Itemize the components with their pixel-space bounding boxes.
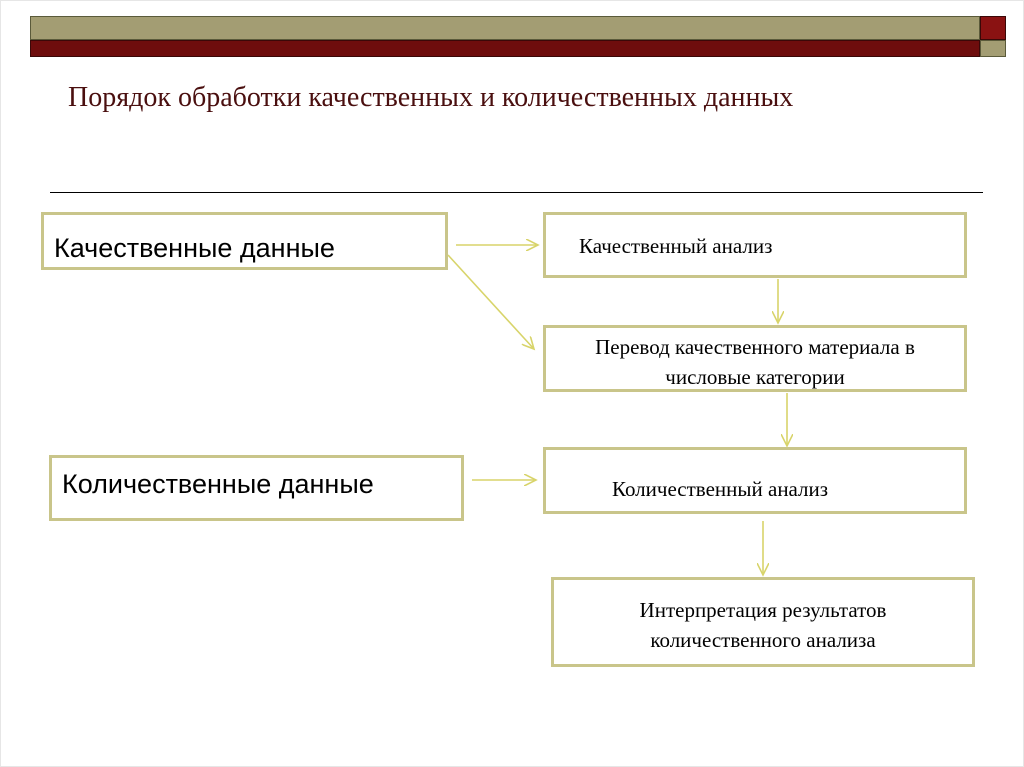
node-qualitative-analysis: Качественный анализ [543,212,967,278]
node-qualitative-data: Качественные данные [41,212,448,270]
node-quantitative-data: Количественные данные [49,455,464,521]
node-label: Перевод качественного материала в числов… [595,335,915,389]
arrow-qualdata-to-translation [447,254,534,349]
node-quantitative-analysis: Количественный анализ [543,447,967,514]
header-bar-maroon [30,40,980,57]
node-label: Интерпретация результатов количественног… [639,598,887,652]
node-label: Количественные данные [62,469,374,499]
node-label: Качественные данные [54,233,335,263]
header-bar-olive [30,16,980,40]
slide-title: Порядок обработки качественных и количес… [68,82,794,113]
header-square-maroon [980,16,1006,40]
node-interpretation: Интерпретация результатов количественног… [551,577,975,667]
node-label: Количественный анализ [612,477,829,501]
title-divider [50,192,983,193]
header-square-olive [980,40,1006,57]
node-label: Качественный анализ [579,234,773,258]
node-translation: Перевод качественного материала в числов… [543,325,967,392]
